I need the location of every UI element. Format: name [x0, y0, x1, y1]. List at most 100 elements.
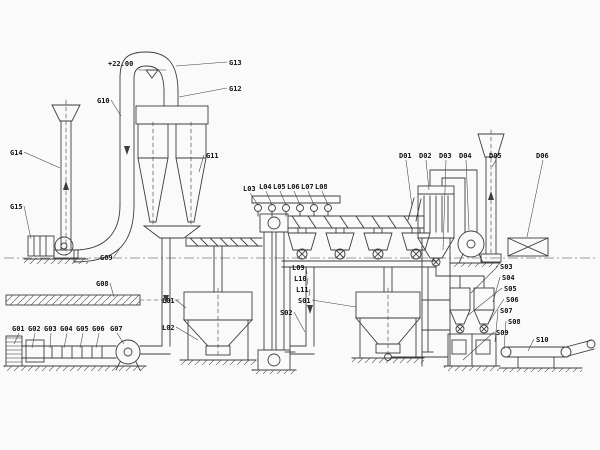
foundation-box-d06	[507, 237, 549, 257]
svg-text:G13: G13	[229, 59, 242, 67]
svg-text:L02: L02	[162, 324, 175, 332]
feed-train-g01-g06	[3, 335, 147, 371]
equipment-label-s04: S04	[492, 274, 515, 303]
svg-text:G07: G07	[110, 325, 123, 333]
equipment-label-s01: S01	[298, 297, 357, 308]
equipment-label-g14: G14	[10, 149, 61, 169]
equipment-label-g06: G06	[92, 325, 105, 349]
svg-text:G10: G10	[97, 97, 110, 105]
svg-text:S08: S08	[508, 318, 521, 326]
svg-text:G02: G02	[28, 325, 41, 333]
cross-screw-conveyor	[185, 237, 263, 247]
equipment-label-l09: L09	[292, 264, 308, 275]
clean-air-duct-and-fan-d04	[429, 169, 501, 267]
svg-text:D01: D01	[399, 152, 412, 160]
svg-text:L03: L03	[243, 185, 256, 193]
svg-text:L09: L09	[292, 264, 305, 272]
equipment-label-g02: G02	[28, 325, 41, 349]
belt-conveyor-s10	[499, 339, 596, 372]
equipment-label-g05: G05	[76, 325, 89, 349]
equipment-label-l10: L10	[294, 275, 309, 286]
equipment-label-s09: S09	[462, 329, 509, 361]
svg-text:S02: S02	[280, 309, 293, 317]
equipment-label-d04: D04	[459, 152, 472, 231]
packing-station	[443, 287, 501, 371]
equipment-label-g15: G15	[10, 203, 32, 240]
svg-text:G08: G08	[96, 280, 109, 288]
equipment-label-l01: L01	[162, 297, 187, 309]
fan-g07	[115, 339, 141, 371]
equipment-label-l08: L08	[315, 183, 329, 206]
bag-filter-d02	[407, 185, 485, 367]
drop-pipes	[289, 266, 393, 355]
equipment-label-l06: L06	[287, 183, 301, 206]
svg-text:L11: L11	[296, 286, 309, 294]
screw-conveyor-g08	[5, 294, 183, 306]
equipment-label-d01: D01	[399, 152, 413, 207]
cyclone-discharge-pipe	[139, 237, 171, 355]
equipment-label-d06: D06	[526, 152, 549, 238]
fan-unit-g15	[23, 235, 89, 264]
exhaust-stack-g14	[51, 99, 81, 259]
equipment-label-l04: L04	[259, 183, 273, 206]
hopper-s01	[351, 287, 449, 363]
equipment-label-g01: G01	[12, 325, 25, 345]
equipment-label-d05: D05	[489, 152, 502, 168]
equipment-label-l02: L02	[162, 324, 199, 341]
elevation-marker: +22.00	[108, 60, 166, 79]
main-duct-and-elbow	[73, 51, 179, 263]
svg-text:D04: D04	[459, 152, 472, 160]
equipment-label-g12: G12	[178, 85, 242, 98]
hopper-l01-l02	[179, 245, 257, 365]
svg-text:D06: D06	[536, 152, 549, 160]
svg-text:S05: S05	[504, 285, 517, 293]
rotary-valve-header	[251, 195, 341, 217]
svg-text:G06: G06	[92, 325, 105, 333]
svg-text:L06: L06	[287, 183, 300, 191]
svg-text:D03: D03	[439, 152, 452, 160]
equipment-label-l07: L07	[301, 183, 315, 206]
svg-text:D02: D02	[419, 152, 432, 160]
svg-text:D05: D05	[489, 152, 502, 160]
svg-text:G12: G12	[229, 85, 242, 93]
equipment-label-d02: D02	[419, 152, 432, 191]
svg-text:G09: G09	[100, 254, 113, 262]
svg-text:L10: L10	[294, 275, 307, 283]
cyclone-group	[135, 91, 209, 239]
equipment-label-g04: G04	[60, 325, 73, 349]
equipment-label-g08: G08	[96, 280, 115, 298]
equipment-label-s02: S02	[280, 309, 306, 333]
equipment-label-l05: L05	[273, 183, 287, 206]
bucket-elevator-1	[251, 213, 297, 374]
svg-text:G05: G05	[76, 325, 89, 333]
svg-text:L01: L01	[162, 297, 175, 305]
equipment-label-g03: G03	[44, 325, 57, 349]
equipment-label-g07: G07	[110, 325, 125, 345]
svg-text:G15: G15	[10, 203, 23, 211]
equipment-label-l03: L03	[243, 185, 259, 206]
svg-text:S06: S06	[506, 296, 519, 304]
svg-text:L07: L07	[301, 183, 314, 191]
equipment-label-s05: S05	[466, 285, 517, 317]
svg-text:G14: G14	[10, 149, 23, 157]
equipment-label-s03: S03	[470, 263, 513, 294]
equipment-label-g09: G09	[100, 247, 121, 262]
equipment-label-g13: G13	[175, 59, 242, 67]
svg-text:L08: L08	[315, 183, 328, 191]
svg-text:G04: G04	[60, 325, 73, 333]
equipment-label-s10: S10	[527, 336, 549, 352]
svg-text:L05: L05	[273, 183, 286, 191]
equipment-label-g10: G10	[97, 97, 122, 117]
svg-text:S03: S03	[500, 263, 513, 271]
equipment-label-s06: S06	[488, 296, 519, 323]
equipment-label-s07: S07	[494, 307, 513, 343]
svg-text:S01: S01	[298, 297, 311, 305]
exhaust-stack-d05	[477, 129, 505, 263]
svg-text:S09: S09	[496, 329, 509, 337]
svg-text:G01: G01	[12, 325, 25, 333]
svg-text:S10: S10	[536, 336, 549, 344]
drag-chain-conveyor	[287, 215, 425, 229]
